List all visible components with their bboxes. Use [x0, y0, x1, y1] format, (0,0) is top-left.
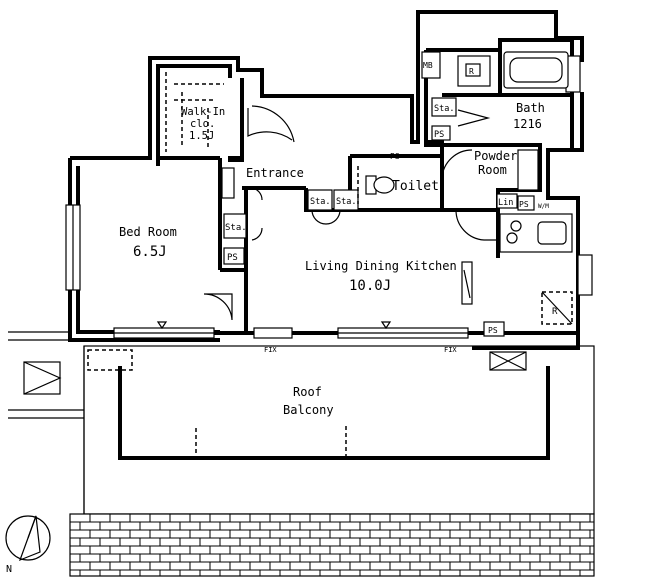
walk-in-label-2: clo.: [190, 118, 215, 130]
storage-ldk-2-label: Sta.: [336, 197, 356, 207]
kitchen-side-window: [577, 254, 593, 296]
ps-ldk: [483, 321, 505, 337]
bedroom-door-swing: [203, 293, 233, 321]
outer-walls: [68, 10, 584, 350]
sink-icon: [537, 221, 567, 245]
exterior-unit: [23, 361, 61, 395]
entrance-label: Entrance: [246, 166, 304, 180]
bath-name: Bath: [516, 101, 545, 115]
shoe-box: [221, 167, 235, 199]
powder-room-label-2: Room: [478, 163, 507, 177]
storage-ldk-2: [333, 189, 359, 211]
meter-box-label: MB: [423, 61, 433, 70]
vanity: [517, 149, 539, 191]
ps-toilet-label: PS: [390, 152, 400, 161]
walk-in-size: 1.5J: [189, 130, 214, 142]
powder-door-swing: [455, 209, 498, 241]
roof-balcony-label-2: Balcony: [283, 403, 334, 417]
bath-size: 1216: [513, 117, 542, 131]
kitchen: W/M R: [461, 203, 573, 325]
exterior-lines: [8, 331, 84, 419]
markers: FIX FIX: [156, 321, 457, 354]
ps-bedroom-label: PS: [227, 253, 238, 263]
bedroom-size: 6.5J: [133, 244, 167, 260]
powder-room-label-1: Powder: [474, 149, 517, 163]
compass-north-label: N: [6, 564, 12, 575]
entrance-door-swing: [247, 108, 293, 141]
storage-ldk-1: [307, 189, 333, 211]
stove-burner-icon: [510, 220, 522, 232]
walk-in-label: Walk-In: [181, 106, 225, 118]
ps-powder: [517, 195, 535, 211]
roof-balcony-label-1: Roof: [293, 385, 322, 399]
bathroom: Bath 1216: [503, 51, 569, 131]
walk-in-closet: Walk-In clo. 1.5J: [165, 72, 225, 152]
ps-powder-label: PS: [519, 200, 529, 209]
bathtub: [509, 57, 563, 83]
linen-label: Lin: [498, 198, 513, 208]
room-labels: Bed Room 6.5J Entrance Living Dining Kit…: [119, 166, 457, 294]
doors: [203, 105, 498, 321]
toilet-label: Toilet: [392, 179, 439, 194]
utility-marks: Sta. PS Sta. Sta. MB R Sta. PS PS Lin PS…: [221, 51, 535, 337]
entrance-storage-label: Sta.: [225, 223, 247, 233]
toilet-door-swing: [441, 149, 473, 179]
powder-room: Powder Room: [474, 149, 539, 191]
fix-label-right: FIX: [444, 346, 457, 354]
refrigerator-kitchen: [541, 291, 573, 325]
fix-label-left: FIX: [264, 346, 277, 354]
windows: [65, 55, 593, 339]
brick-wall: [69, 513, 595, 577]
linen: [496, 193, 518, 209]
refrigerator-kitchen-label: R: [552, 307, 558, 317]
toilet-bowl-icon: [373, 176, 395, 194]
ldk-size: 10.0J: [349, 278, 391, 294]
storage-ldk-1-label: Sta.: [310, 197, 330, 207]
meter-box: [421, 51, 441, 79]
refrigerator-top-label: R: [469, 67, 474, 76]
compass-icon: N: [5, 515, 51, 575]
washer-mark: W/M: [538, 203, 549, 210]
stove-burner-icon: [506, 232, 518, 244]
bath-folding-door: [457, 109, 491, 127]
ps-bath-label: PS: [434, 130, 444, 140]
roof-balcony: Roof Balcony: [83, 345, 595, 515]
bath-storage: [431, 97, 457, 117]
ps-bath: [431, 125, 451, 141]
ldk-name: Living Dining Kitchen: [305, 259, 457, 273]
toilet-room: Toilet: [357, 166, 439, 204]
balcony-outdoor-unit-left: [87, 349, 133, 371]
ps-ldk-label: PS: [488, 326, 498, 335]
ps-bedroom: [223, 247, 245, 265]
fix-window-left: [253, 327, 293, 339]
entrance-storage: [223, 213, 247, 239]
bedroom-name: Bed Room: [119, 225, 177, 239]
bath-storage-label: Sta.: [434, 104, 454, 114]
